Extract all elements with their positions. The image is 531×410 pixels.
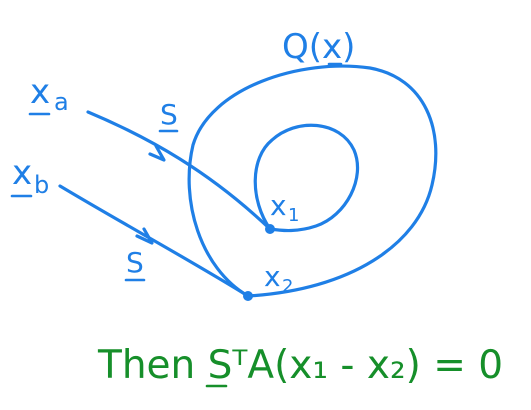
- direction-label-lower: S: [126, 246, 144, 279]
- outer-contour: [187, 64, 438, 298]
- arrowhead-a: [148, 144, 166, 162]
- search-line-b: [58, 184, 250, 298]
- point-1-subscript: 1: [288, 205, 299, 226]
- point-x2-dot: [243, 291, 253, 301]
- inner-contour: [253, 123, 360, 233]
- direction-label-upper: S: [160, 98, 178, 131]
- point-b-subscript: b: [34, 171, 49, 199]
- point-1-label: x: [270, 189, 287, 222]
- point-x1-dot: [265, 224, 275, 234]
- point-2-subscript: 2: [282, 276, 293, 297]
- point-2-label: x: [264, 260, 281, 293]
- point-b-label: x: [12, 153, 32, 193]
- search-line-a: [86, 110, 272, 231]
- surface-label: Q(x): [282, 27, 355, 67]
- point-a-label: x: [30, 72, 50, 112]
- point-a-subscript: a: [54, 88, 69, 116]
- arrowhead-b: [135, 227, 154, 245]
- conclusion-equation: Then SᵀA(x₁ - x₂) = 0: [97, 343, 503, 388]
